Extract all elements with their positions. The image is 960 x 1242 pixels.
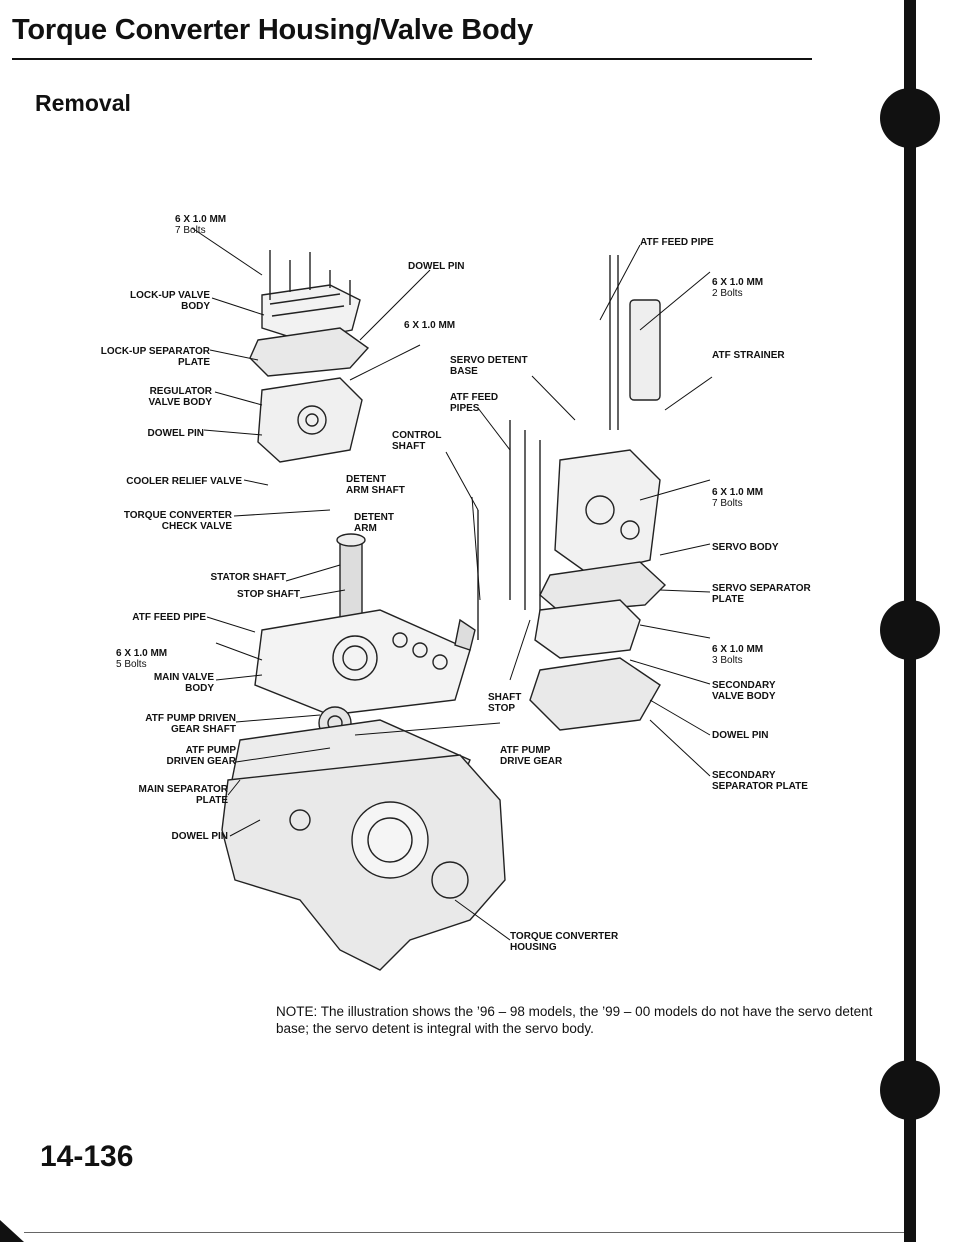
label-dowel-pin-top: DOWEL PIN [408,261,465,272]
page-number: 14-136 [40,1140,134,1173]
label-atf-pump-driven-gear-shaft: ATF PUMP DRIVEN GEAR SHAFT [145,713,236,735]
label-lockup-valve-body: LOCK-UP VALVE BODY [129,290,210,312]
label-bolts-7-top: 6 x 1.0 mm 7 Bolts [175,214,227,236]
label-control-shaft: CONTROL SHAFT [392,430,442,452]
label-servo-separator-plate: SERVO SEPARATOR PLATE [712,583,811,605]
label-detent-arm: DETENT ARM [354,512,394,534]
label-bolts-2: 6 x 1.0 mm 2 Bolts [712,277,764,299]
label-main-separator-plate: MAIN SEPARATOR PLATE [138,784,228,806]
label-atf-pump-driven-gear: ATF PUMP DRIVEN GEAR [166,745,236,767]
corner-mark [0,1220,24,1242]
label-dowel-pin-left: DOWEL PIN [147,428,204,439]
label-dowel-pin-bottom: DOWEL PIN [171,831,228,842]
label-torque-converter-check-valve: TORQUE CONVERTER CHECK VALVE [123,510,232,532]
label-main-valve-body: MAIN VALVE BODY [153,672,214,694]
label-stop-shaft: STOP SHAFT [237,589,300,600]
binding-tab [880,600,940,660]
label-lockup-separator-plate: LOCK-UP SEPARATOR PLATE [100,346,210,368]
label-atf-strainer: ATF STRAINER [712,350,785,361]
label-bolt-mid: 6 x 1.0 mm [404,320,456,331]
label-dowel-pin-right: DOWEL PIN [712,730,769,741]
label-torque-converter-housing: TORQUE CONVERTER HOUSING [510,931,619,953]
exploded-view-illustration [191,227,713,971]
title-rule [12,58,812,60]
label-cooler-relief-valve: COOLER RELIEF VALVE [126,476,242,487]
label-atf-feed-pipe-top: ATF FEED PIPE [640,237,714,248]
label-bolts-3: 6 x 1.0 mm 3 Bolts [712,644,764,666]
label-secondary-valve-body: SECONDARY VALVE BODY [712,680,776,702]
footer-rule [24,1232,904,1233]
label-bolts-7-right: 6 x 1.0 mm 7 Bolts [712,487,764,509]
page-title: Torque Converter Housing/Valve Body [12,14,534,46]
label-detent-arm-shaft: DETENT ARM SHAFT [346,474,405,496]
label-atf-pump-drive-gear: ATF PUMP DRIVE GEAR [500,745,563,767]
section-heading: Removal [35,90,131,116]
binding-tab [880,1060,940,1120]
label-servo-detent-base: SERVO DETENT BASE [450,355,528,377]
binding-tab [880,88,940,148]
label-bolts-5: 6 x 1.0 mm 5 Bolts [116,648,168,670]
label-atf-feed-pipe-left: ATF FEED PIPE [132,612,206,623]
label-shaft-stop: SHAFT STOP [488,692,522,714]
label-secondary-separator-plate: SECONDARY SEPARATOR PLATE [712,770,808,792]
label-regulator-valve-body: REGULATOR VALVE BODY [148,386,212,408]
label-stator-shaft: STATOR SHAFT [210,572,286,583]
note-text: NOTE: The illustration shows the ’96 – 9… [276,1004,873,1036]
label-atf-feed-pipes: ATF FEED PIPES [450,392,499,414]
label-servo-body: SERVO BODY [712,542,779,553]
